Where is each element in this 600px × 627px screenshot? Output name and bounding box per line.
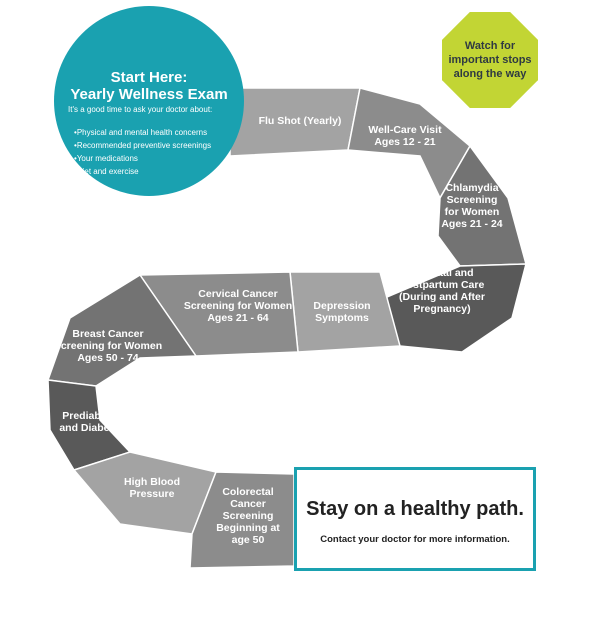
start-topic-item: Recommended preventive screenings bbox=[74, 139, 211, 152]
start-topic-list: Physical and mental health concerns Reco… bbox=[74, 126, 211, 178]
path-segment-label: Ages 21 - 64 bbox=[207, 312, 268, 324]
path-segment-label: High Blood bbox=[124, 476, 180, 488]
path-segment-label: Cancer bbox=[230, 498, 266, 510]
path-segment-label: and Diabetes bbox=[59, 422, 125, 434]
path-segment-label: Postpartum Care bbox=[400, 279, 485, 291]
start-intro: It's a good time to ask your doctor abou… bbox=[68, 105, 213, 114]
start-topic-item: Diet and exercise bbox=[74, 165, 211, 178]
start-topic-item: Your medications bbox=[74, 152, 211, 165]
path-segment-label: Screening bbox=[447, 194, 498, 206]
cta-subtitle: Contact your doctor for more information… bbox=[320, 534, 510, 545]
path-segment-label: Breast Cancer bbox=[72, 328, 143, 340]
stop-sign: Watch for important stops along the way bbox=[442, 12, 538, 108]
cta-title: Stay on a healthy path. bbox=[306, 498, 524, 520]
path-segment-label: age 50 bbox=[232, 534, 265, 546]
path-segment-label: Colorectal bbox=[222, 486, 273, 498]
path-segments bbox=[46, 87, 527, 569]
path-segment-label: Flu Shot (Yearly) bbox=[259, 115, 342, 127]
path-segment-label: Screening bbox=[223, 510, 274, 522]
path-segment-label: Beginning at bbox=[216, 522, 280, 534]
path-segment-label: for Women bbox=[445, 206, 500, 218]
path-segment bbox=[189, 471, 295, 569]
path-segment-label: Ages 50 - 74 bbox=[77, 352, 138, 364]
path-segment-label: Chlamydia bbox=[445, 182, 498, 194]
path-segment bbox=[72, 451, 218, 535]
start-title-line1: Start Here: bbox=[110, 69, 188, 86]
path-segment-label: Prenatal and bbox=[410, 267, 473, 279]
stop-sign-line2: important stops bbox=[448, 54, 532, 66]
path-segment-label: Ages 21 - 24 bbox=[441, 218, 502, 230]
stop-sign-line1: Watch for bbox=[464, 40, 516, 52]
path-segment-label: Ages 12 - 21 bbox=[374, 136, 435, 148]
cta-box: Stay on a healthy path. Contact your doc… bbox=[294, 467, 536, 571]
path-segment-label: Pressure bbox=[130, 488, 175, 500]
start-title-line2: Yearly Wellness Exam bbox=[70, 86, 228, 103]
path-segment-label: Prediabetes bbox=[62, 410, 122, 422]
path-segment-label: Screening for Women bbox=[184, 300, 292, 312]
start-topic-item: Physical and mental health concerns bbox=[74, 126, 211, 139]
stop-sign-line3: along the way bbox=[453, 68, 527, 80]
path-segment-label: Symptoms bbox=[315, 312, 369, 324]
path-segment-label: Cervical Cancer bbox=[198, 288, 277, 300]
path-segment-label: (During and After bbox=[399, 291, 485, 303]
path-segment-label: Pregnancy) bbox=[413, 303, 470, 315]
start-circle: Start Here: Yearly Wellness Exam It's a … bbox=[54, 6, 244, 196]
path-segment-label: Screening for Women bbox=[54, 340, 162, 352]
path-segment-label: Depression bbox=[313, 300, 370, 312]
path-segment-label: Well-Care Visit bbox=[368, 124, 442, 136]
